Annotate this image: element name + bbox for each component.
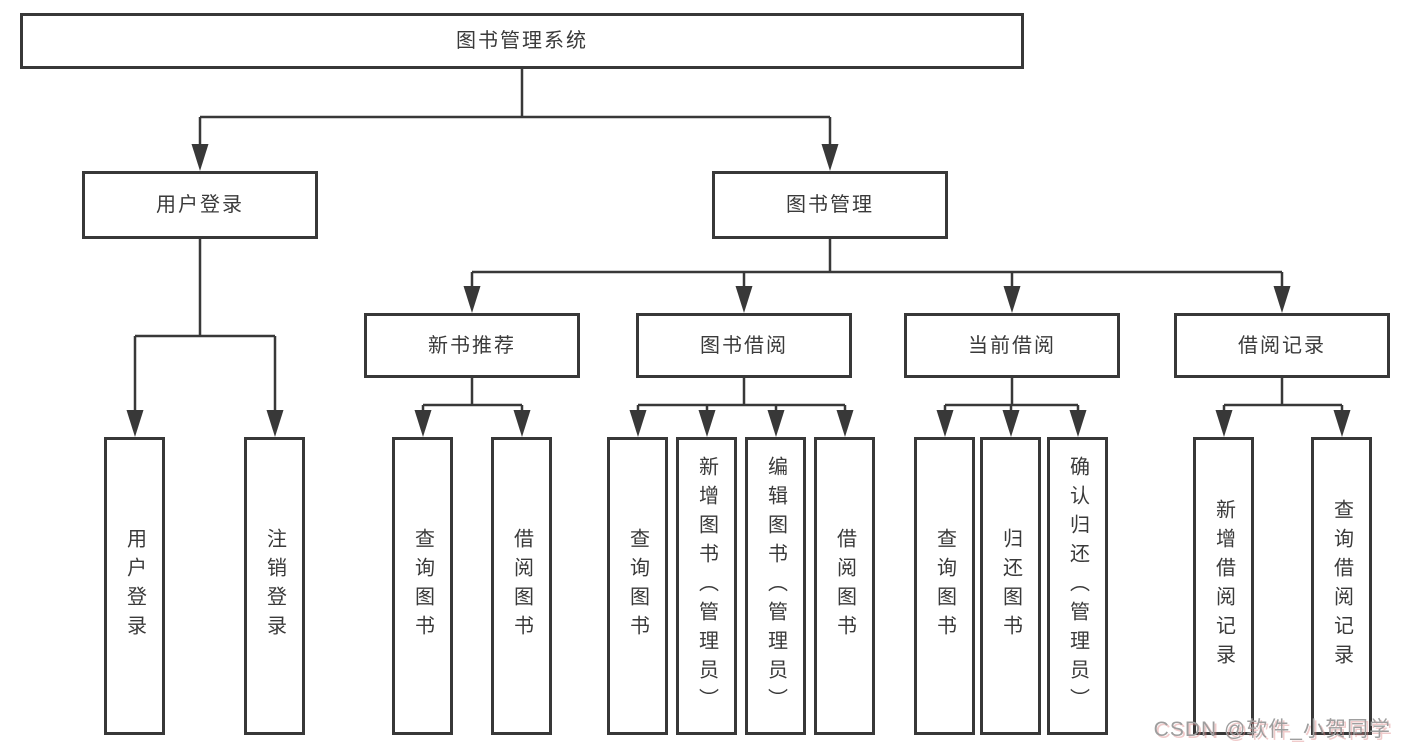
arrowhead: [821, 144, 839, 171]
leaf-borrow-book-recommend: 借阅图书: [491, 437, 552, 735]
leaf-logout-label: 注销登录: [263, 528, 286, 644]
leaf-user-login-label: 用户登录: [123, 528, 146, 644]
leaf-query-book-current-label: 查询图书: [933, 528, 956, 644]
node-new-book-recommend-label: 新书推荐: [428, 334, 516, 357]
arrowhead: [1333, 410, 1351, 437]
node-root: 图书管理系统: [20, 13, 1024, 69]
node-book-borrowing-label: 图书借阅: [700, 334, 788, 357]
arrowheads: [126, 144, 1351, 437]
node-new-book-recommend: 新书推荐: [364, 313, 580, 378]
node-user-login: 用户登录: [82, 171, 318, 239]
node-user-login-label: 用户登录: [156, 194, 244, 216]
arrowhead: [1003, 286, 1021, 313]
node-borrowing-records: 借阅记录: [1174, 313, 1390, 378]
node-book-borrowing: 图书借阅: [636, 313, 852, 378]
leaf-add-book-admin-label: 新增图书（管理员）: [695, 455, 718, 717]
csdn-watermark: CSDN @软件_小贺同学: [1153, 718, 1391, 741]
leaf-confirm-return-admin-label: 确认归还（管理员）: [1066, 455, 1089, 717]
leaf-add-borrow-record-label: 新增借阅记录: [1212, 499, 1235, 673]
arrowhead: [936, 410, 954, 437]
leaf-query-book-borrow: 查询图书: [607, 437, 668, 735]
leaf-edit-book-admin: 编辑图书（管理员）: [745, 437, 806, 735]
leaf-user-login: 用户登录: [104, 437, 165, 735]
leaf-borrow-book-label: 借阅图书: [833, 528, 856, 644]
arrowhead: [629, 410, 647, 437]
node-book-management: 图书管理: [712, 171, 948, 239]
arrowhead: [1069, 410, 1087, 437]
arrowhead: [513, 410, 531, 437]
arrowhead: [1002, 410, 1020, 437]
leaf-query-borrow-record-label: 查询借阅记录: [1330, 499, 1353, 673]
arrowhead: [1215, 410, 1233, 437]
node-root-label: 图书管理系统: [456, 30, 588, 52]
node-borrowing-records-label: 借阅记录: [1238, 334, 1326, 357]
node-book-management-label: 图书管理: [786, 194, 874, 216]
leaf-query-book-recommend: 查询图书: [392, 437, 453, 735]
leaf-query-book-borrow-label: 查询图书: [626, 528, 649, 644]
leaf-borrow-book-recommend-label: 借阅图书: [510, 528, 533, 644]
leaf-edit-book-admin-label: 编辑图书（管理员）: [764, 455, 787, 717]
arrowhead: [767, 410, 785, 437]
leaf-confirm-return-admin: 确认归还（管理员）: [1047, 437, 1108, 735]
leaf-query-book-recommend-label: 查询图书: [411, 528, 434, 644]
arrowhead: [191, 144, 209, 171]
arrowhead: [414, 410, 432, 437]
arrowhead: [266, 410, 284, 437]
arrowhead: [698, 410, 716, 437]
node-current-borrowing-label: 当前借阅: [968, 334, 1056, 357]
arrowhead: [836, 410, 854, 437]
arrowhead: [1273, 286, 1291, 313]
leaf-query-borrow-record: 查询借阅记录: [1311, 437, 1372, 735]
arrowhead: [463, 286, 481, 313]
leaf-borrow-book: 借阅图书: [814, 437, 875, 735]
leaf-logout: 注销登录: [244, 437, 305, 735]
leaf-add-borrow-record: 新增借阅记录: [1193, 437, 1254, 735]
leaf-return-book: 归还图书: [980, 437, 1041, 735]
leaf-return-book-label: 归还图书: [999, 528, 1022, 644]
leaf-add-book-admin: 新增图书（管理员）: [676, 437, 737, 735]
leaf-query-book-current: 查询图书: [914, 437, 975, 735]
arrowhead: [126, 410, 144, 437]
arrowhead: [735, 286, 753, 313]
node-current-borrowing: 当前借阅: [904, 313, 1120, 378]
